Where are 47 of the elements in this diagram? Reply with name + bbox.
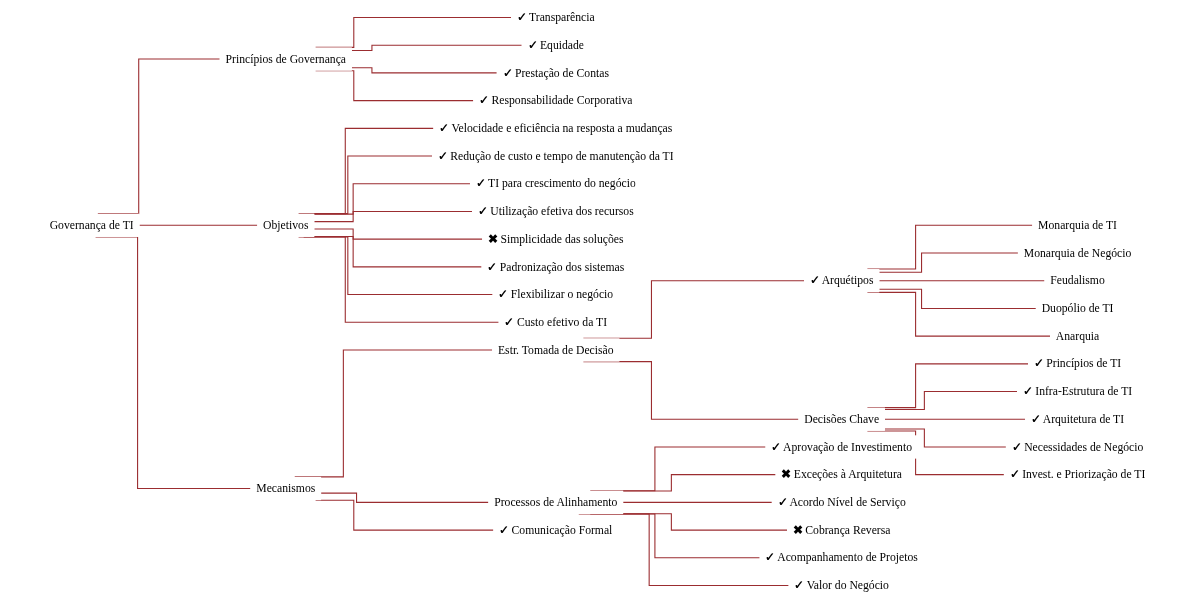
connector [313, 228, 483, 240]
connector [866, 224, 1033, 270]
node-text: ✓ Prestação de Contas [502, 66, 609, 79]
node-text: ✓ TI para crescimento do negócio [475, 177, 636, 190]
node-text: Monarquia de TI [1038, 218, 1117, 232]
node-text: Feudalismo [1050, 274, 1105, 287]
connector [95, 236, 251, 490]
node-text: ✓ Utilização efetiva dos recursos [477, 204, 634, 218]
connector [884, 428, 1007, 448]
node-text: ✓ Flexibilizar o negócio [498, 288, 614, 301]
node-text: ✓ Arquitetura de TI [1030, 412, 1125, 426]
node-text: ✖ Cobrança Reversa [792, 523, 891, 536]
node-text: ✓ Padronização dos sistemas [487, 260, 625, 273]
node-text: ✓ Equidade [527, 38, 584, 52]
node-text: ✓ Velocidade e eficiência na resposta a mudanças [439, 121, 673, 135]
connector [878, 280, 1046, 282]
connector [138, 224, 258, 226]
node-text: ✓ Redução de custo e tempo de manutenção da TI [437, 149, 674, 162]
node-text: ✓ Acordo Nível de Serviço [777, 495, 906, 509]
connector [313, 210, 473, 223]
node-text: ✓ Infra-Estrutura de TI [1022, 384, 1133, 398]
connector [622, 501, 773, 503]
node-text: ✓ Transparência [516, 10, 595, 24]
connector [878, 288, 1037, 309]
node-text: ✓ Acompanhamento de Projetos [765, 551, 918, 564]
node-text: Anarquia [1055, 329, 1100, 342]
node-text: Monarquia de Negócio [1023, 246, 1132, 259]
node-text: ✖ Exceções à Arquitetura [781, 468, 902, 481]
connector [351, 44, 523, 51]
node-text: ✓ Comunicação Formal [499, 523, 613, 536]
node-text: ✖ Simplicidade das soluções [488, 232, 624, 245]
connector [320, 492, 489, 503]
node-text: Duopólio de TI [1041, 301, 1114, 315]
node-text: ✓ Valor do Negócio [794, 578, 889, 592]
connector [351, 67, 498, 74]
connector [878, 252, 1019, 273]
node-text: ✓ Invest. e Priorização de TI [1009, 468, 1146, 481]
connector [884, 391, 1018, 410]
node-text: ✓ Aprovação de Investimento [771, 440, 913, 453]
connector [313, 183, 471, 215]
connector [884, 418, 1026, 420]
connector [622, 474, 777, 492]
connector [298, 236, 500, 323]
node-text: ✓ Custo efetivo da TI [504, 315, 608, 329]
node-text: ✓ Necessidades de Negócio [1011, 440, 1144, 453]
node-text: ✓ Princípios de TI [1033, 357, 1122, 370]
node-text: ✓ Responsabilidade Corporativa [479, 94, 633, 107]
